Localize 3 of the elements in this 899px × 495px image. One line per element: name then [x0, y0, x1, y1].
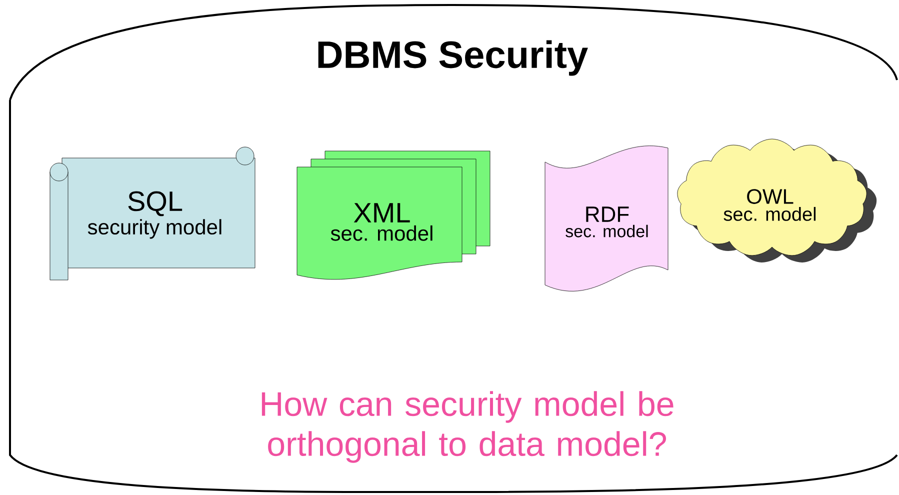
title: DBMS Security	[318, 40, 588, 76]
question-text: How can security model be orthogonal to data model?	[262, 391, 674, 463]
cylinder-shape	[9, 4, 898, 494]
